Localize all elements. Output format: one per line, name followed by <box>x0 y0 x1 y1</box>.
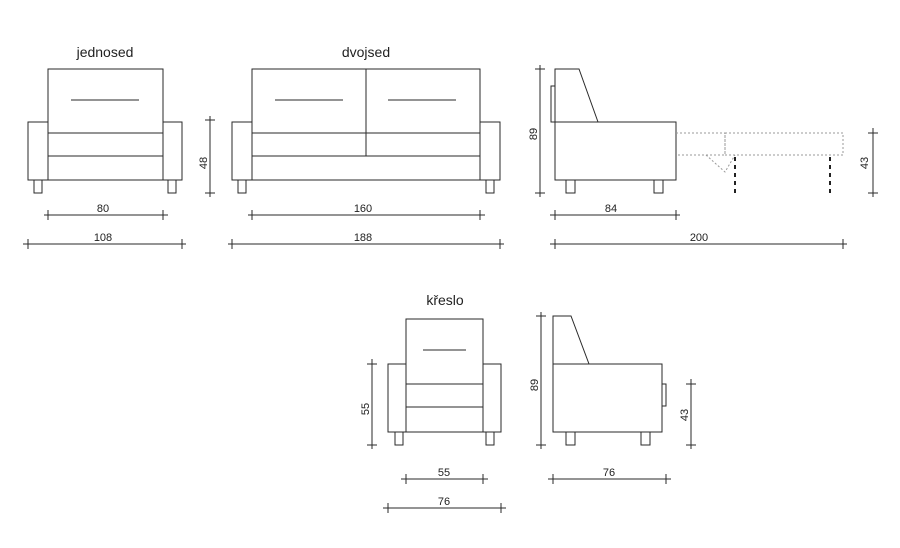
armchair-title: křeslo <box>426 292 464 308</box>
double-left-arm <box>231 121 253 181</box>
single-backrest <box>47 68 164 134</box>
dim-label-armchair-55: 55 <box>360 403 372 415</box>
armchair-side-handle <box>661 383 667 407</box>
armchair-side-view <box>552 315 667 446</box>
dim-armchair-seat-width: 55 <box>401 467 488 484</box>
dim-label-188: 188 <box>354 232 372 244</box>
side-leg-front <box>565 179 576 194</box>
dim-single-seat-width: 80 <box>44 203 168 220</box>
side-backrest <box>554 68 599 123</box>
dim-side-depth-84: 84 <box>550 203 680 220</box>
dim-label-48: 48 <box>198 157 210 169</box>
side-back-handle <box>550 85 556 123</box>
dim-label-80: 80 <box>97 203 109 215</box>
armchair-left-arm <box>387 363 407 433</box>
single-seat-title: jednosed <box>76 44 134 60</box>
dim-label-armchair-89: 89 <box>529 379 541 391</box>
sofa-side-view <box>550 68 844 194</box>
double-base <box>251 155 481 181</box>
double-seat-front-view: dvojsed <box>231 44 501 194</box>
dim-label-108: 108 <box>94 232 112 244</box>
armchair-side-backrest <box>552 315 590 365</box>
armchair-base <box>405 406 484 433</box>
extension-hinge <box>705 154 736 173</box>
double-leg-left <box>237 179 247 194</box>
extension-bed-panel <box>724 132 844 156</box>
single-base <box>47 155 164 181</box>
armchair-leg-left <box>394 431 404 446</box>
dim-armchair-height-55: 55 <box>360 359 377 449</box>
single-seat-front-view: jednosed <box>27 44 183 194</box>
single-right-arm <box>162 121 183 181</box>
dim-label-armchair-side-76: 76 <box>603 467 615 479</box>
single-seat-cushion <box>47 132 164 157</box>
dim-double-total-width: 188 <box>228 232 504 249</box>
double-right-arm <box>479 121 501 181</box>
armchair-leg-right <box>485 431 495 446</box>
armchair-backrest <box>405 318 484 385</box>
dim-armchair-side-height-43: 43 <box>679 379 696 449</box>
dim-bed-height-43: 43 <box>859 128 878 197</box>
armchair-front-view: křeslo <box>387 292 502 446</box>
armchair-side-leg-front <box>565 431 576 446</box>
dim-label-84: 84 <box>605 203 617 215</box>
dim-label-armchair-76: 76 <box>438 496 450 508</box>
side-body <box>554 121 677 181</box>
dim-armchair-side-depth-76: 76 <box>548 467 671 484</box>
armchair-right-arm <box>482 363 502 433</box>
single-left-arm <box>27 121 49 181</box>
double-leg-right <box>485 179 495 194</box>
dim-label-200: 200 <box>690 232 708 244</box>
extension-link <box>676 132 726 156</box>
double-seat-title: dvojsed <box>342 44 390 60</box>
dim-label-43: 43 <box>859 157 871 169</box>
single-leg-right <box>167 179 177 194</box>
dim-label-armchair-seat-55: 55 <box>438 467 450 479</box>
dim-label-160: 160 <box>354 203 372 215</box>
dim-side-height-89: 89 <box>528 65 545 197</box>
side-leg-back <box>653 179 664 194</box>
dim-label-armchair-43: 43 <box>679 409 691 421</box>
dim-armchair-side-height-89: 89 <box>529 312 546 449</box>
dim-label-89: 89 <box>528 128 540 140</box>
armchair-side-body <box>552 363 663 433</box>
dim-double-seat-width: 160 <box>248 203 485 220</box>
dim-extended-length-200: 200 <box>550 232 847 249</box>
dim-single-total-width: 108 <box>23 232 186 249</box>
dim-height-48: 48 <box>198 116 215 197</box>
armchair-side-leg-back <box>640 431 651 446</box>
single-leg-left <box>33 179 43 194</box>
dim-armchair-total-width: 76 <box>383 496 506 513</box>
armchair-seat-cushion <box>405 383 484 408</box>
